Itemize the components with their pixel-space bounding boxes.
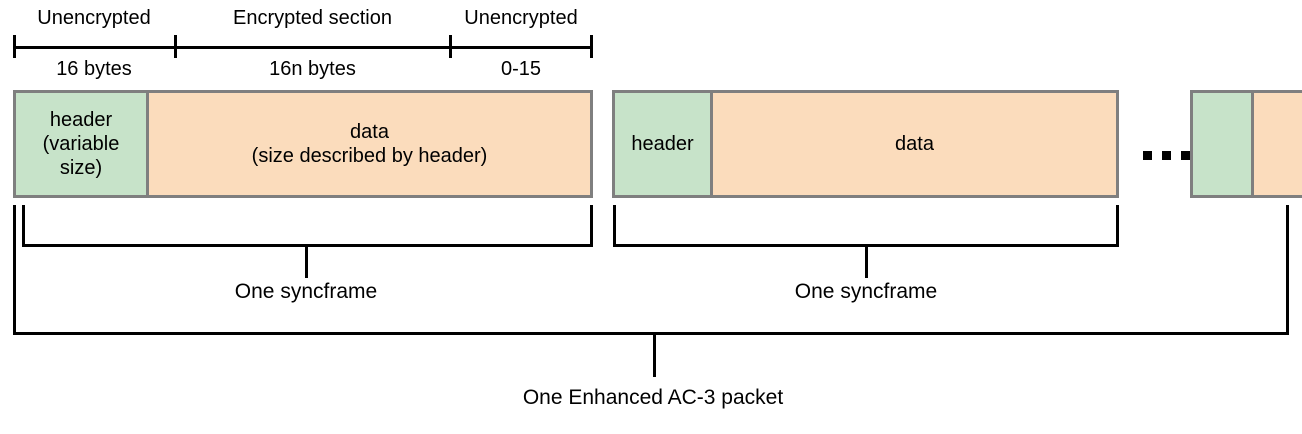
ruler-top-label-unencrypted-tail: Unencrypted — [464, 7, 578, 29]
ruler-top-label-encrypted-section: Encrypted section — [233, 7, 392, 29]
syncframe-1-header-label: header (variable size) — [42, 109, 120, 179]
ellipsis-icon — [1143, 151, 1190, 160]
ruler-tick-1 — [174, 35, 177, 58]
ruler-tick-2 — [449, 35, 452, 58]
syncframe-2-data-label: data — [895, 133, 934, 155]
ruler-top-label-unencrypted-header: Unencrypted — [37, 7, 151, 29]
syncframe-2-bracket — [613, 205, 1119, 247]
syncframe-2-header-box: header — [612, 90, 713, 198]
syncframe-2-data-box: data — [713, 90, 1119, 198]
packet-bracket — [13, 205, 1289, 335]
ruler-tick-3 — [590, 35, 593, 58]
syncframe-3-header-box — [1190, 90, 1254, 198]
syncframe-2-bracket-stem — [865, 247, 868, 278]
syncframe-1-data-box: data (size described by header) — [149, 90, 593, 198]
syncframe-1-bracket — [22, 205, 593, 247]
ruler-tick-0 — [13, 35, 16, 58]
ellipsis-dot-3 — [1181, 151, 1190, 160]
ruler-baseline — [13, 46, 593, 49]
syncframe-3-data-box — [1254, 90, 1302, 198]
packet-bracket-stem — [653, 335, 656, 377]
syncframe-2-header-label: header — [631, 133, 694, 155]
ruler-bottom-label-16n-bytes: 16n bytes — [269, 58, 356, 80]
syncframe-2-bracket-label: One syncframe — [794, 280, 938, 303]
syncframe-1-bracket-stem — [305, 247, 308, 278]
ruler-bottom-label-0-15: 0-15 — [500, 58, 542, 80]
ellipsis-dot-1 — [1143, 151, 1152, 160]
syncframe-1-data-label: data (size described by header) — [251, 121, 488, 167]
syncframe-1-header-box: header (variable size) — [13, 90, 149, 198]
ruler-bottom-label-16-bytes: 16 bytes — [56, 58, 132, 80]
ellipsis-dot-2 — [1162, 151, 1171, 160]
syncframe-1-bracket-label: One syncframe — [234, 280, 378, 303]
packet-bracket-label: One Enhanced AC-3 packet — [522, 386, 784, 409]
